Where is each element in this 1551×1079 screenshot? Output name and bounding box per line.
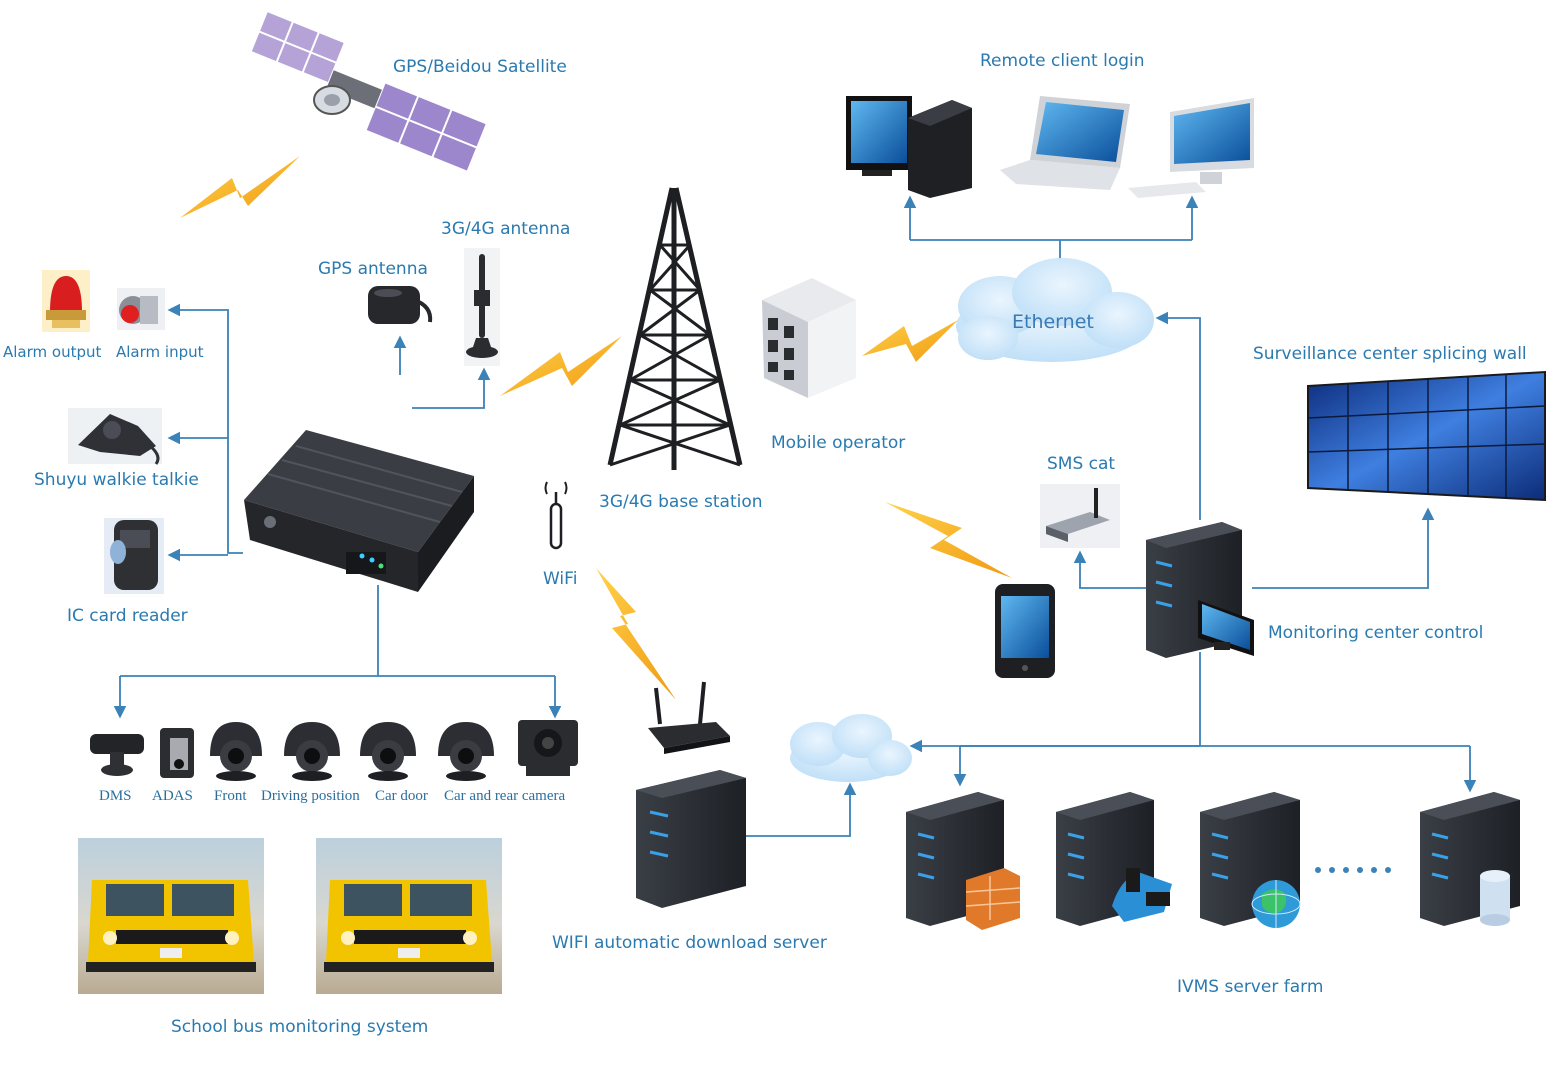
adas-camera-icon [160,728,194,778]
wifi-label: WiFi [543,569,577,589]
satellite-signal-bolt [180,156,300,218]
tower-icon [607,187,743,470]
server-icon [636,770,746,908]
camera-label-driving: Driving position [261,788,360,804]
school-bus-icon [316,838,502,994]
monitoring-center-label: Monitoring center control [1268,623,1483,643]
front-camera-icon [210,722,262,781]
gps-antenna-icon [368,286,433,324]
base-station-label: 3G/4G base station [599,492,763,512]
tower-signal-bolt [500,336,622,396]
connection-lines [113,195,1477,837]
wifi-server-label: WIFI automatic download server [552,933,827,953]
camera-label-door: Car door [375,788,428,804]
alarm-output-icon [42,270,90,332]
camera-label-rear: Car and rear camera [444,788,566,804]
ic-card-reader-icon [104,518,164,594]
remote-client-label: Remote client login [980,51,1145,71]
laptop-icon [1000,96,1130,190]
building-icon [762,278,856,398]
router-icon [648,681,730,754]
wifi-antenna-icon [544,481,568,550]
walkie-talkie-label: Shuyu walkie talkie [34,470,199,490]
walkie-talkie-icon [68,408,162,465]
rear-camera-icon [518,720,578,776]
ethernet-label: Ethernet [1012,311,1094,333]
car-camera-icon [438,722,494,781]
ic-card-label: IC card reader [67,606,188,626]
database-icon [1480,870,1510,926]
dots-separator [1315,867,1391,873]
video-wall-icon [1307,370,1546,502]
phone-icon [995,584,1055,678]
camera-label-dms: DMS [99,788,132,804]
satellite-label: GPS/Beidou Satellite [393,57,567,77]
alarm-input-icon [117,288,165,330]
cloud-icon [956,258,1154,362]
alarm-input-label: Alarm input [116,343,204,361]
gps-antenna-label: GPS antenna [318,259,428,279]
car-door-camera-icon [360,722,416,781]
film-icon [1112,868,1172,922]
monitor-icon [1198,600,1254,656]
wireless-signals [180,156,1012,700]
mvr-icon [244,430,474,592]
cloud-icon [790,714,912,782]
school-bus-icon [78,838,264,994]
camera-label-front: Front [214,788,247,804]
dms-camera-icon [90,734,144,776]
camera-row [90,720,578,781]
sms-signal-bolt [885,502,1012,578]
antenna-3g4g-icon [464,248,500,366]
antenna-3g4g-label: 3G/4G antenna [441,219,570,239]
ivms-farm-label: IVMS server farm [1177,977,1323,997]
alarm-output-label: Alarm output [3,343,101,361]
firewall-icon [965,868,1021,930]
school-bus-label: School bus monitoring system [171,1017,428,1037]
camera-label-adas: ADAS [152,788,193,804]
sms-cat-label: SMS cat [1047,454,1115,474]
imac-icon [1128,98,1254,198]
server-farm [906,792,1520,930]
operator-signal-bolt [862,320,958,362]
sms-cat-icon [1040,484,1120,548]
globe-icon [1251,880,1301,928]
driving-position-camera-icon [284,722,340,781]
splicing-wall-label: Surveillance center splicing wall [1253,344,1527,364]
satellite-icon [249,9,489,174]
mobile-operator-label: Mobile operator [771,433,905,453]
wifi-signal-bolt [596,568,676,700]
desktop-icon [846,96,972,198]
